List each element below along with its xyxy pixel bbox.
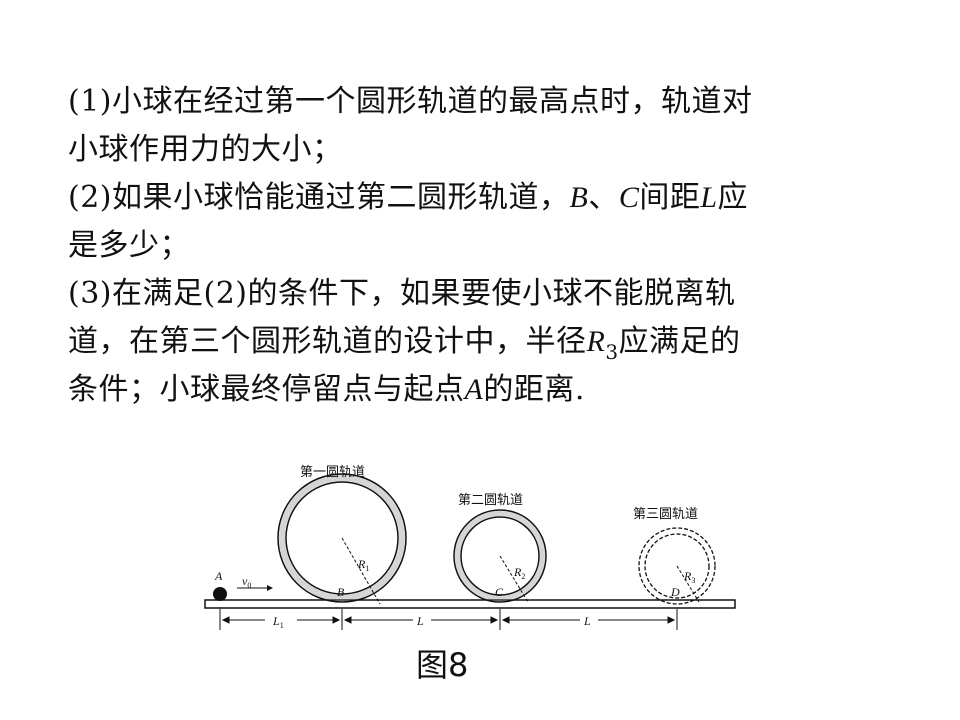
velocity-arrowhead-icon bbox=[267, 585, 273, 591]
radius-3-line bbox=[676, 565, 700, 603]
q1-line-2: 小球作用力的大小； bbox=[68, 132, 343, 167]
radius-2-line bbox=[499, 555, 529, 603]
R2-label: R2 bbox=[513, 565, 525, 581]
L-left-label: L bbox=[416, 614, 424, 628]
R1-label: R1 bbox=[357, 557, 369, 573]
q2-line-2: 是多少； bbox=[68, 228, 190, 263]
track2-title: 第二圆轨道 bbox=[458, 493, 523, 508]
track3-title: 第三圆轨道 bbox=[633, 507, 698, 522]
L-right-label: L bbox=[583, 614, 591, 628]
loop-3 bbox=[638, 527, 716, 605]
point-B-label: B bbox=[337, 585, 345, 599]
L1-dimension bbox=[221, 616, 341, 624]
q3-line-2: 道，在第三个圆形轨道的设计中，半径R3应满足的 bbox=[68, 324, 741, 364]
point-D-label: D bbox=[670, 585, 680, 599]
loop-track-diagram: 第一圆轨道 第二圆轨道 第三圆轨道 A v0 B C D R1 R2 R3 bbox=[204, 465, 736, 630]
figure-caption: 图8 bbox=[416, 646, 469, 684]
loop-2 bbox=[453, 509, 547, 603]
q3-line-3: 条件；小球最终停留点与起点A的距离. bbox=[68, 372, 585, 407]
point-C-label: C bbox=[495, 585, 504, 599]
ball-icon bbox=[213, 587, 227, 601]
track1-title: 第一圆轨道 bbox=[300, 465, 365, 480]
L-dimension-right bbox=[501, 616, 676, 624]
q3-line-1: (3)在满足(2)的条件下，如果要使小球不能脱离轨 bbox=[68, 276, 736, 311]
q2-line-1: (2)如果小球恰能通过第二圆形轨道，B、C间距L应 bbox=[68, 180, 749, 215]
loop-1 bbox=[277, 473, 407, 605]
q1-line-1: (1)小球在经过第一个圆形轨道的最高点时，轨道对 bbox=[68, 84, 753, 119]
L-dimension-left bbox=[343, 616, 499, 624]
v0-label: v0 bbox=[242, 574, 251, 590]
question-text: (1)小球在经过第一个圆形轨道的最高点时，轨道对 小球作用力的大小； (2)如果… bbox=[68, 78, 908, 414]
ground-track bbox=[204, 599, 736, 609]
R3-label: R3 bbox=[683, 569, 695, 585]
L1-label: L1 bbox=[272, 614, 284, 630]
dimension-ticks bbox=[219, 609, 678, 630]
radius-1-line bbox=[341, 537, 381, 605]
point-A-label: A bbox=[214, 569, 223, 583]
